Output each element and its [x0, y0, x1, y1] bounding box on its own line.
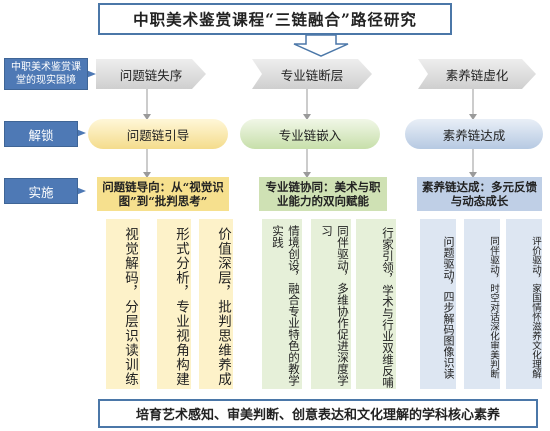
professional-column-3: 行家引领，学术与行业双维反哺: [356, 219, 396, 389]
question-column-3: 价值深层，批判思维养成: [199, 219, 233, 389]
question-column-2: 形式分析，专业视角构建: [157, 219, 191, 389]
professional-column-2: 同伴驱动，多维协作促进深度学习: [311, 219, 351, 389]
unlock-professional-chain: 专业链嵌入: [240, 119, 380, 149]
row-label-implement: 实施: [4, 178, 78, 204]
core-literacy-goal: 培育艺术感知、审美判断、创意表达和文化理解的学科核心素养: [98, 399, 538, 428]
literacy-column-2: 同伴驱动，时空对话深化审美判断: [464, 219, 500, 389]
title-down-arrow: [293, 34, 349, 57]
dilemma-literacy-chain: 素养链虚化: [418, 59, 536, 89]
dilemma-professional-chain: 专业链断层: [252, 59, 372, 89]
unlock-question-chain: 问题链引导: [88, 119, 228, 149]
section-heading-literacy: 素养链达成：多元反馈与动态成长: [417, 177, 542, 211]
professional-column-1: 情境创设，融合专业特色的教学实践: [262, 219, 302, 389]
unlock-literacy-chain: 素养链达成: [405, 119, 543, 149]
section-heading-professional: 专业链协同：美术与职业能力的双向赋能: [259, 177, 387, 211]
page-title: 中职美术鉴赏课程“三链融合”路径研究: [98, 3, 452, 35]
row-label-unlock: 解锁: [4, 121, 78, 147]
question-column-1: 视觉解码，分层识读训练: [106, 219, 140, 389]
literacy-column-3: 评价驱动，家国情怀滋养文化理解: [506, 219, 542, 389]
literacy-column-1: 问题驱动，四步解码图像识读: [420, 219, 456, 389]
dilemma-question-chain: 问题链失序: [96, 59, 206, 89]
section-heading-question: 问题链导向：从“视觉识图”到“批判思考”: [97, 177, 229, 211]
row-label-dilemma: 中职美术鉴赏课堂的现实困境: [4, 58, 88, 90]
